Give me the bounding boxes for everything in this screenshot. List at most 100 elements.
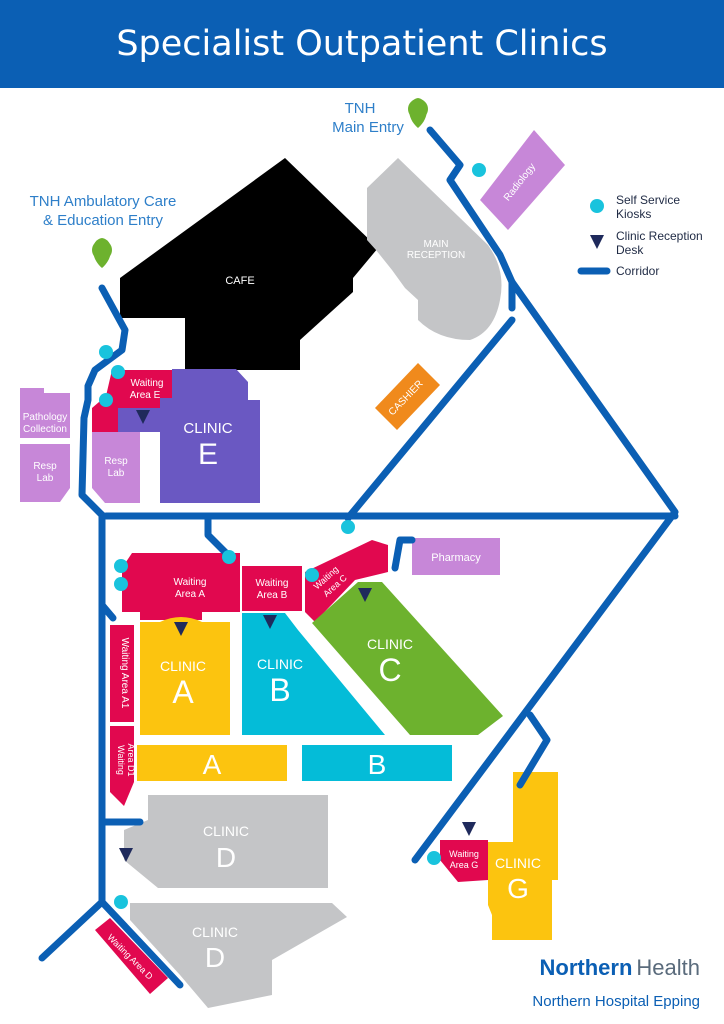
clinic-c-area[interactable] bbox=[312, 582, 503, 735]
clinic-e-area[interactable] bbox=[118, 369, 260, 503]
corridor-network bbox=[38, 126, 679, 989]
waiting-area-e[interactable] bbox=[92, 370, 172, 432]
waiting-area-d[interactable] bbox=[95, 918, 168, 994]
clinic-a-letter: A bbox=[172, 674, 194, 710]
kiosk-marker-waiting-c[interactable] bbox=[305, 568, 319, 582]
clinic-g-area[interactable] bbox=[488, 772, 558, 940]
pathology-label-1: Pathology bbox=[23, 412, 67, 423]
area-a-bar-letter: A bbox=[203, 749, 222, 780]
cafe-label: CAFE bbox=[225, 275, 254, 287]
ambulatory-entry-pin[interactable] bbox=[92, 238, 112, 268]
clinic-d-lower-area[interactable] bbox=[130, 903, 347, 1008]
legend-desk-swatch bbox=[590, 235, 604, 249]
waiting-e-label-2: Area E bbox=[130, 390, 161, 401]
main-reception-area[interactable] bbox=[367, 158, 502, 340]
clinic-c-label: CLINIC bbox=[367, 636, 413, 652]
clinic-a-area[interactable] bbox=[140, 617, 230, 735]
legend-corridor-label: Corridor bbox=[616, 264, 659, 278]
waiting-d1-label-1: Waiting bbox=[116, 745, 126, 775]
clinic-d-upper-label: CLINIC bbox=[203, 823, 249, 839]
cafe-area[interactable] bbox=[120, 158, 378, 370]
pathology-collection-area[interactable] bbox=[20, 388, 70, 438]
clinic-d-upper-letter: D bbox=[216, 842, 236, 873]
kiosk-marker-waiting-g[interactable] bbox=[427, 851, 441, 865]
clinic-b-area[interactable] bbox=[242, 613, 385, 735]
waiting-g-label-1: Waiting bbox=[449, 849, 479, 859]
cashier-area[interactable] bbox=[375, 363, 440, 430]
resp-lab-right-area[interactable] bbox=[92, 432, 140, 503]
clinic-e-label: CLINIC bbox=[183, 420, 232, 437]
desk-marker-clinic-d[interactable] bbox=[119, 848, 133, 862]
main-entry-pin[interactable] bbox=[408, 98, 428, 128]
waiting-area-d1[interactable] bbox=[110, 726, 134, 806]
pathology-label-2: Collection bbox=[23, 424, 67, 435]
desk-marker-clinic-a[interactable] bbox=[174, 622, 188, 636]
waiting-a1-label: Waiting Area A1 bbox=[119, 638, 130, 709]
kiosk-marker-clinic-d[interactable] bbox=[114, 895, 128, 909]
brand-name-light: Health bbox=[636, 955, 700, 980]
waiting-b-label-2: Area B bbox=[257, 590, 288, 601]
kiosk-marker-waiting-a-left-2[interactable] bbox=[114, 577, 128, 591]
map-legend: Self Service Kiosks Clinic Reception Des… bbox=[577, 193, 703, 278]
clinic-d-upper-area[interactable] bbox=[124, 795, 328, 888]
brand-hospital-name: Northern Hospital Epping bbox=[532, 993, 700, 1010]
resp-lab-left-label-1: Resp bbox=[33, 461, 57, 472]
resp-lab-right-label-1: Resp bbox=[104, 456, 128, 467]
waiting-a-label-1: Waiting bbox=[174, 577, 207, 588]
desk-marker-clinic-b[interactable] bbox=[263, 615, 277, 629]
legend-kiosk-swatch bbox=[590, 199, 604, 213]
legend-kiosk-label-2: Kiosks bbox=[616, 207, 651, 221]
waiting-g-label-2: Area G bbox=[450, 860, 479, 870]
kiosk-markers bbox=[99, 163, 486, 909]
waiting-b-label-1: Waiting bbox=[256, 578, 289, 589]
main-reception-label-1: MAIN bbox=[424, 239, 449, 250]
waiting-area-b[interactable] bbox=[242, 566, 302, 611]
clinic-d-lower-letter: D bbox=[205, 942, 225, 973]
clinic-e-letter: E bbox=[198, 438, 218, 471]
waiting-area-c[interactable] bbox=[305, 540, 388, 622]
clinic-a-label: CLINIC bbox=[160, 658, 206, 674]
area-a-bar[interactable] bbox=[137, 745, 287, 781]
waiting-area-a[interactable] bbox=[122, 553, 240, 620]
main-entry-label-1: TNH bbox=[345, 100, 376, 117]
brand-name-bold: Northern bbox=[540, 955, 633, 980]
desk-marker-clinic-e[interactable] bbox=[136, 410, 150, 424]
desk-marker-clinic-c[interactable] bbox=[358, 588, 372, 602]
waiting-area-a1[interactable] bbox=[110, 625, 134, 722]
kiosk-marker-waiting-a-left-1[interactable] bbox=[114, 559, 128, 573]
kiosk-marker-ambulatory-1[interactable] bbox=[99, 345, 113, 359]
pharmacy-label: Pharmacy bbox=[431, 552, 481, 564]
ambulatory-entry-label-2: & Education Entry bbox=[43, 212, 164, 229]
kiosk-marker-ambulatory-2[interactable] bbox=[111, 365, 125, 379]
clinic-b-label: CLINIC bbox=[257, 656, 303, 672]
kiosk-marker-waiting-e[interactable] bbox=[99, 393, 113, 407]
clinic-d-lower-label: CLINIC bbox=[192, 924, 238, 940]
legend-desk-label-1: Clinic Reception bbox=[616, 229, 703, 243]
clinic-g-label: CLINIC bbox=[495, 855, 541, 871]
kiosk-marker-waiting-a-top[interactable] bbox=[222, 550, 236, 564]
radiology-area[interactable] bbox=[480, 130, 565, 230]
ambulatory-entry-label-1: TNH Ambulatory Care bbox=[30, 193, 177, 210]
resp-lab-left-area[interactable] bbox=[20, 444, 70, 502]
area-b-bar-letter: B bbox=[368, 749, 387, 780]
clinic-b-letter: B bbox=[269, 672, 290, 708]
legend-kiosk-label-1: Self Service bbox=[616, 193, 680, 207]
waiting-e-label-1: Waiting bbox=[131, 378, 164, 389]
reception-desk-markers bbox=[119, 410, 476, 862]
main-reception-label-2: RECEPTION bbox=[407, 250, 465, 261]
legend-desk-label-2: Desk bbox=[616, 243, 644, 257]
kiosk-marker-main-entry[interactable] bbox=[472, 163, 486, 177]
area-b-bar[interactable] bbox=[302, 745, 452, 781]
pharmacy-area[interactable] bbox=[412, 538, 500, 575]
kiosk-marker-central[interactable] bbox=[341, 520, 355, 534]
page-title: Specialist Outpatient Clinics bbox=[0, 0, 724, 88]
resp-lab-right-label-2: Lab bbox=[108, 468, 125, 479]
clinic-g-letter: G bbox=[507, 873, 529, 904]
desk-marker-clinic-g[interactable] bbox=[462, 822, 476, 836]
resp-lab-left-label-2: Lab bbox=[37, 473, 54, 484]
waiting-d1-label-2: Area D1 bbox=[126, 743, 136, 776]
waiting-area-g[interactable] bbox=[440, 840, 488, 882]
